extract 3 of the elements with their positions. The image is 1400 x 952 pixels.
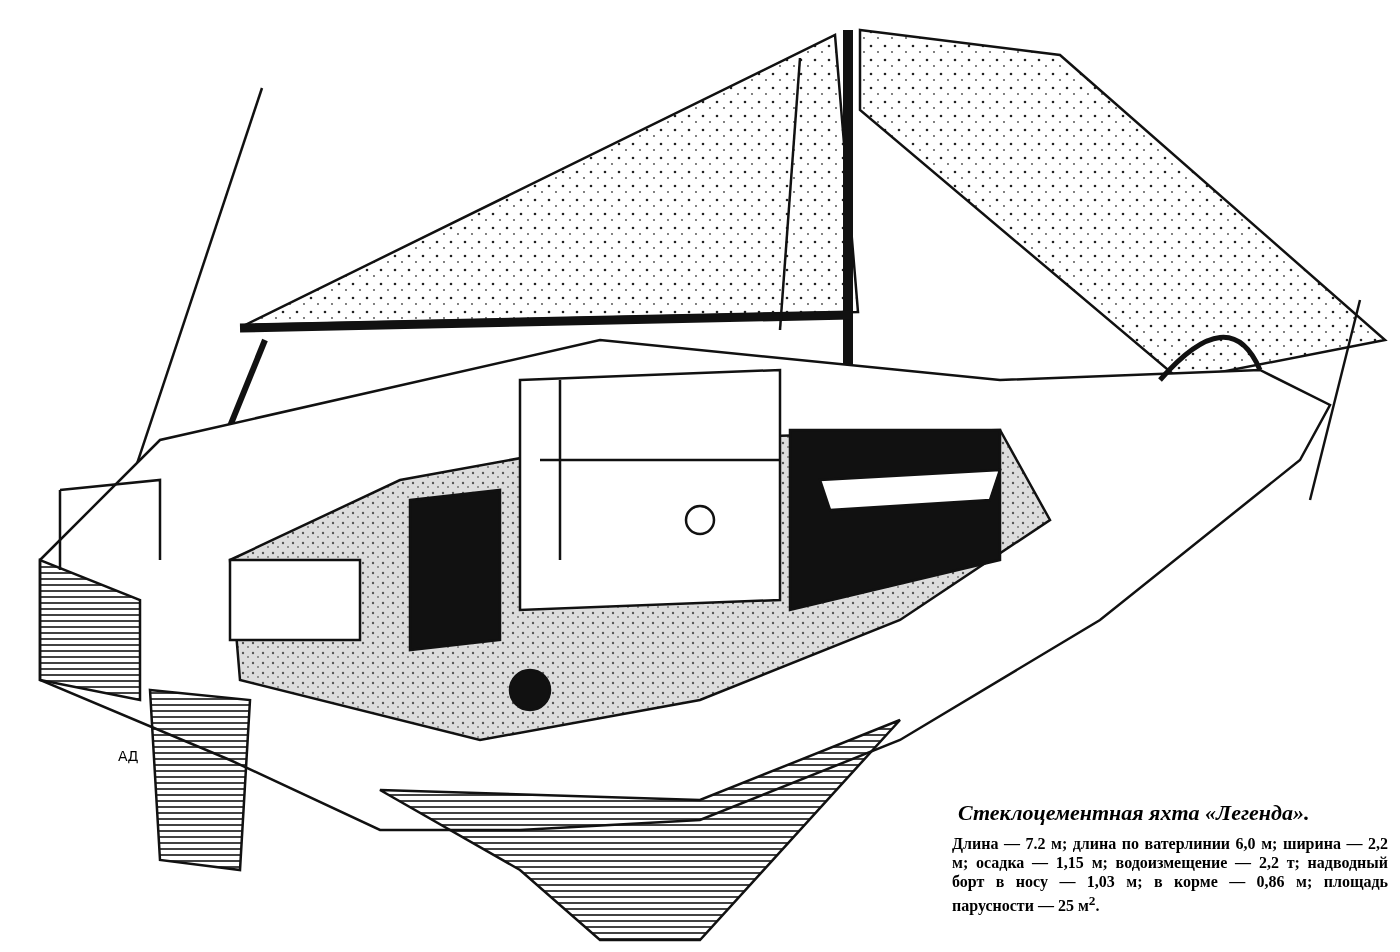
- caption: Длина — 7.2 м; длина по ватерлинии 6,0 м; ширина — 2,2 м; осадка — 1,15 м; водоизмещение — 2,2 т; надводный борт в носу — 1,03 м; в корме — 0,86 м; площадь парусности — 25 м$^{2}$.: [952, 834, 1388, 916]
- artist-signature: АД: [118, 748, 139, 764]
- title: Стеклоцементная яхта «Легенда».: [958, 800, 1310, 826]
